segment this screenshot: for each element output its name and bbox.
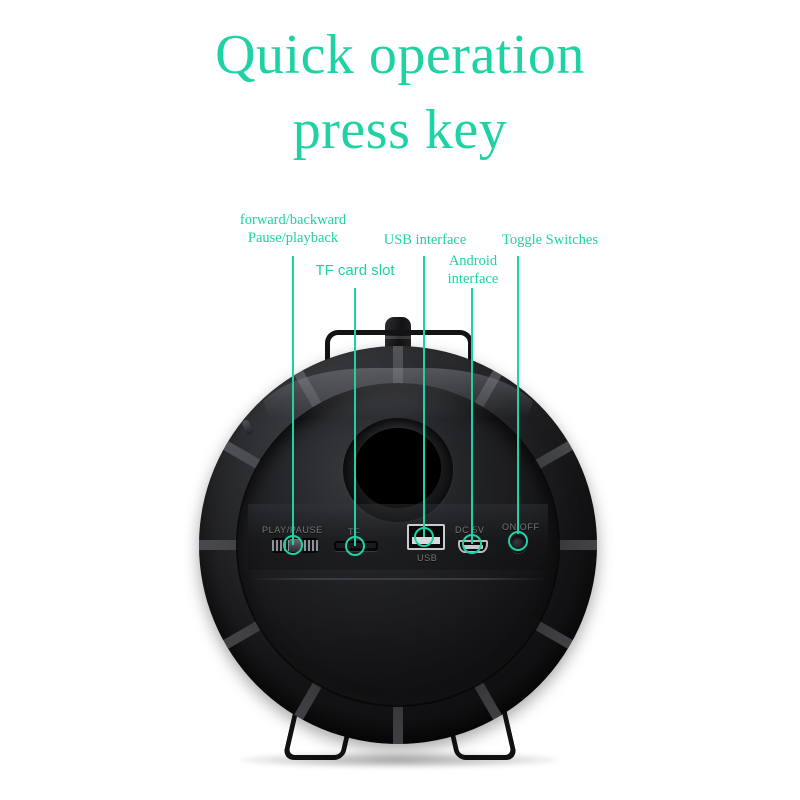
silkscreen-usb: USB (417, 553, 438, 563)
silkscreen-tf: TF (348, 527, 360, 537)
bass-port-hole (355, 428, 441, 508)
leader-dot-android-interface (462, 534, 482, 554)
floor-shadow (238, 752, 560, 768)
panel-divider (250, 578, 546, 580)
leader-line-tf-card-slot (354, 288, 356, 546)
leader-line-usb-interface (423, 256, 425, 537)
leader-dot-usb-interface (414, 527, 434, 547)
carry-handle (325, 330, 473, 378)
callout-label-usb-interface: USB interface (383, 232, 467, 248)
callout-label-android-interface: Android interface (447, 253, 499, 287)
leader-dot-toggle-switches (508, 531, 528, 551)
page-title: Quick operation press key (0, 18, 800, 168)
callout-label-forward-backward: forward/backward Pause/playback (239, 212, 347, 246)
leader-dot-forward-backward (283, 535, 303, 555)
leader-dot-tf-card-slot (345, 536, 365, 556)
silkscreen-onoff: ON/OFF (502, 522, 540, 532)
page-title-line-2: press key (292, 99, 508, 162)
leader-line-forward-backward (292, 256, 294, 545)
leader-line-android-interface (471, 288, 473, 544)
callout-label-toggle-switches: Toggle Switches (501, 232, 599, 248)
callout-label-tf-card-slot: TF card slot (315, 262, 395, 279)
leader-line-toggle-switches (517, 256, 519, 534)
page-title-line-1: Quick operation (215, 24, 585, 86)
silkscreen-dc5v: DC 5V (455, 525, 485, 535)
